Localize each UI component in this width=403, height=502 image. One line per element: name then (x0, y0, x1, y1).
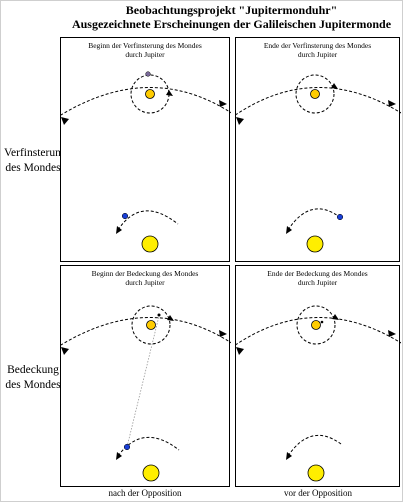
jupiter-orbit-path (236, 317, 401, 346)
jupiter-orbit-path (61, 87, 231, 116)
sun-icon (306, 235, 324, 253)
row-label-occultation-line1: Bedeckung (7, 364, 59, 376)
panel-title: Ende der Bedeckung des Mondes durch Jupi… (236, 269, 399, 287)
moon-icon (145, 71, 151, 77)
earth-orbit-path (117, 210, 179, 231)
jupiter-orbit-path (61, 317, 231, 346)
panel-title-line2: durch Jupiter (125, 278, 165, 287)
sun-icon (307, 464, 325, 482)
panel-title-line1: Beginn der Verfinsterung des Mondes (88, 41, 202, 50)
jupiter-orbit-path (236, 87, 401, 116)
moon-orbit-arrow-icon (166, 90, 173, 96)
orbit-arrow-icon (388, 330, 396, 337)
row-label-occultation: Bedeckung des Mondes (4, 363, 62, 393)
panel-title-line1: Beginn der Bedeckung des Mondes (91, 269, 199, 278)
jupiter-icon (146, 320, 156, 330)
orbit-arrow-icon (236, 117, 244, 125)
occultation-begin-diagram (61, 305, 231, 482)
orbit-arrow-icon (286, 226, 292, 234)
panel-title-line1: Ende der Verfinsterung des Mondes (263, 41, 372, 50)
orbit-arrow-icon (116, 452, 122, 460)
panel-title-line1: Ende der Bedeckung des Mondes (267, 269, 368, 278)
moon-orbit-arrow-icon (167, 315, 174, 321)
moon-orbit-circle (131, 305, 171, 345)
jupiter-icon (145, 89, 155, 99)
panel-title-line2: durch Jupiter (125, 50, 165, 59)
earth-icon (123, 443, 131, 451)
panel-eclipse-begin: Beginn der Verfinsterung des Mondes durc… (60, 37, 231, 262)
orbit-arrow-icon (236, 347, 244, 355)
row-label-eclipse-line1: Verfinsterung (4, 147, 67, 159)
panel-occultation-end: Ende der Bedeckung des Mondes durch Jupi… (235, 265, 401, 487)
panel-title: Beginn der Verfinsterung des Mondes durc… (61, 41, 229, 59)
orbit-arrow-icon (61, 347, 69, 355)
title-line-2: Ausgezeichnete Erscheinungen der Galilei… (71, 17, 392, 31)
sun-icon (141, 235, 159, 253)
panel-title: Ende der Verfinsterung des Mondes durch … (236, 41, 399, 59)
earth-orbit-path (287, 208, 342, 231)
earth-icon (336, 213, 344, 221)
earth-orbit-path (287, 435, 342, 457)
moon-orbit-arrow-icon (331, 83, 338, 89)
footer-after-opposition: nach der Opposition (108, 488, 182, 498)
title-line-1: Beobachtungsprojekt "Jupitermonduhr" (125, 3, 338, 17)
moon-orbit-arrow-icon (332, 314, 339, 320)
sight-line (126, 315, 160, 448)
orbit-arrow-icon (61, 117, 69, 125)
orbit-arrow-icon (219, 100, 227, 107)
eclipse-end-diagram (236, 74, 401, 253)
eclipse-begin-diagram (61, 71, 231, 253)
orbit-arrow-icon (388, 100, 396, 107)
panel-title: Beginn der Bedeckung des Mondes durch Ju… (61, 269, 229, 287)
earth-icon (121, 212, 129, 220)
footer-before-opposition: vor der Opposition (284, 488, 352, 498)
panel-title-line2: durch Jupiter (297, 278, 338, 287)
row-label-occultation-line2: des Mondes (5, 379, 61, 391)
jupiter-icon (311, 320, 321, 330)
row-label-eclipse: Verfinsterung des Mondes (4, 146, 67, 176)
moon-icon (157, 313, 161, 317)
panel-occultation-begin: Beginn der Bedeckung des Mondes durch Ju… (60, 265, 231, 487)
row-label-eclipse-line2: des Mondes (5, 162, 61, 174)
sun-icon (142, 464, 160, 482)
moon-icon (320, 320, 324, 324)
moon-orbit-circle (295, 74, 335, 114)
moon-orbit-circle (296, 305, 336, 345)
panel-eclipse-end: Ende der Verfinsterung des Mondes durch … (235, 37, 401, 262)
jupiter-icon (310, 89, 320, 99)
orbit-arrow-icon (219, 330, 227, 337)
orbit-arrow-icon (286, 452, 292, 460)
occultation-end-diagram (236, 305, 401, 482)
panel-title-line2: durch Jupiter (297, 50, 338, 59)
earth-orbit-path (117, 436, 180, 457)
orbit-arrow-icon (116, 226, 122, 234)
